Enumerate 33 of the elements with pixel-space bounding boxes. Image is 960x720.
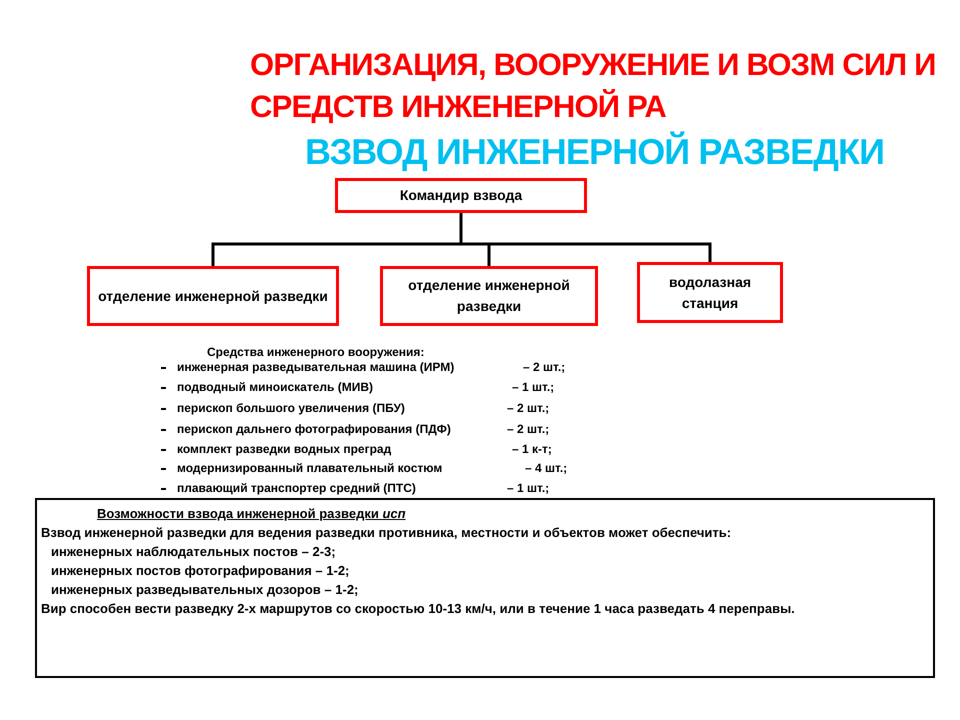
equipment-item: модернизированный плавательный костюм xyxy=(177,460,442,477)
equipment-quantity: – 4 шт.; xyxy=(525,460,568,477)
info-text: инженерных разведывательных дозоров – 1-2; xyxy=(51,581,358,599)
equipment-quantity: – 1 шт.; xyxy=(507,480,550,497)
equipment-item: инженерная разведывательная машина (ИРМ) xyxy=(177,359,454,376)
info-text: инженерных наблюдательных постов – 2-3; xyxy=(51,543,336,561)
unit-box xyxy=(637,262,783,323)
unit-box xyxy=(380,266,598,326)
info-box xyxy=(35,498,935,678)
slide-subtitle: ВЗВОД ИНЖЕНЕРНОЙ РАЗВЕДКИ xyxy=(305,130,884,174)
unit-box xyxy=(87,266,339,326)
unit-name: Командир взвода xyxy=(400,186,522,205)
unit-name: отделение инженерной разведки xyxy=(407,276,571,316)
list-heading: Средства инженерного вооружения: xyxy=(207,344,424,361)
equipment-item: плавающий транспортер средний (ПТС) xyxy=(177,480,416,497)
unit-name: отделение инженерной разведки xyxy=(98,286,328,306)
unit-box xyxy=(335,178,587,213)
equipment-item: перископ большого увеличения (ПБУ) xyxy=(177,400,405,417)
equipment-item: комплект разведки водных преград xyxy=(177,441,392,458)
equipment-quantity: – 1 шт.; xyxy=(512,379,554,396)
equipment-quantity: – 2 шт.; xyxy=(507,400,550,417)
org-connector xyxy=(460,213,712,262)
info-text: Вир способен вести разведку 2-х маршрутов со скоростью 10-13 км/ч, или в течение 1 часа разведать 4 переправы. xyxy=(41,600,795,618)
slide-title: ОРГАНИЗАЦИЯ, ВООРУЖЕНИЕ И ВОЗМ СИЛ И СРЕДСТВ ИНЖЕНЕРНОЙ РА xyxy=(250,46,937,126)
info-text: инженерных постов фотографирования – 1-2; xyxy=(51,562,350,580)
unit-name: водолазная станция xyxy=(668,272,752,313)
info-text: Взвод инженерной разведки для ведения разведки противника, местности и объектов может обеспечить: xyxy=(41,524,732,542)
equipment-quantity: – 2 шт.; xyxy=(507,421,550,438)
info-heading: Возможности взвода инженерной разведки исп xyxy=(97,505,406,523)
equipment-item: перископ дальнего фотографирования (ПДФ) xyxy=(177,421,451,438)
equipment-item: подводный миноискатель (МИВ) xyxy=(177,379,373,396)
equipment-quantity: – 2 шт.; xyxy=(523,359,566,376)
equipment-quantity: – 1 к-т; xyxy=(512,441,552,458)
